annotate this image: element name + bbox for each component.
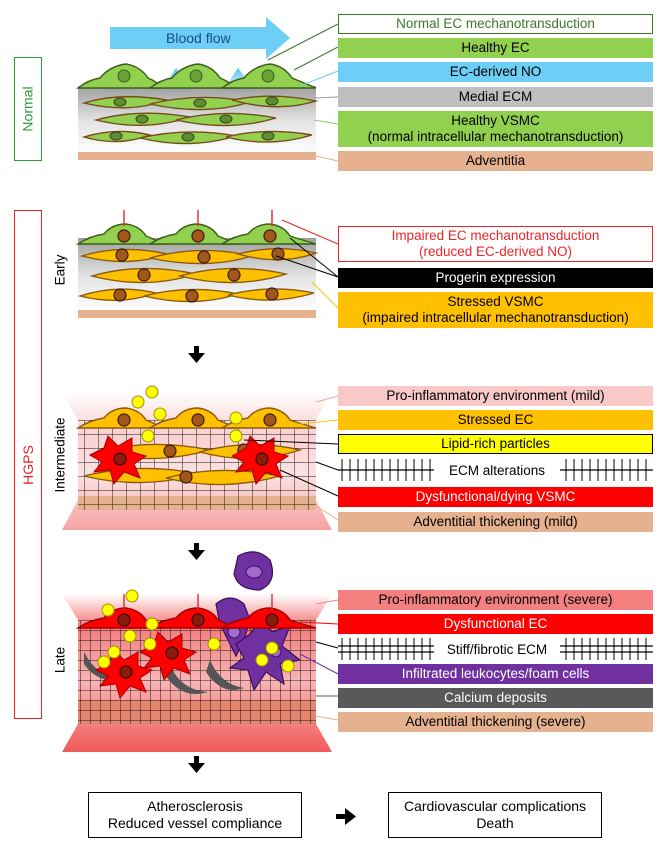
label-ec-derived-no: EC-derived NO (338, 62, 653, 82)
stage-late-label: Late (52, 646, 68, 674)
label-dysfunctional-ec: Dysfunctional EC (338, 614, 653, 634)
label-pro-inflammatory-severe: Pro-inflammatory environment (severe) (338, 590, 653, 610)
label-healthy-ec: Healthy EC (338, 38, 653, 58)
label-adventitia: Adventitia (338, 151, 653, 171)
label-healthy-vsmc: Healthy VSMC (normal intracellular mecha… (338, 111, 653, 147)
label-adventitial-thickening-mild: Adventitial thickening (mild) (338, 512, 653, 532)
label-adventitial-thickening-severe: Adventitial thickening (severe) (338, 712, 653, 732)
early-vessel (75, 210, 319, 318)
down-arrow (188, 756, 205, 773)
label-infiltrated-leukocytes: Infiltrated leukocytes/foam cells (338, 664, 653, 684)
normal-tag: Normal (14, 57, 42, 161)
label-stressed-ec: Stressed EC (338, 410, 653, 430)
down-arrow (188, 346, 205, 363)
down-arrow (188, 543, 205, 560)
label-stressed-vsmc: Stressed VSMC (impaired intracellular me… (338, 292, 653, 328)
label-impaired-ec-mechanotransduction: Impaired EC mechanotransduction (reduced… (338, 226, 653, 262)
outcome-cardiovascular-complications: Cardiovascular complications Death (388, 792, 602, 838)
stage-intermediate-label: Intermediate (52, 417, 68, 493)
label-calcium-deposits: Calcium deposits (338, 688, 653, 708)
blood-flow-arrow (110, 17, 290, 59)
label-lipid-rich-particles: Lipid-rich particles (338, 434, 653, 454)
label-stiff-fibrotic-ecm: Stiff/fibrotic ECM (338, 638, 653, 660)
outcome-atherosclerosis: Atherosclerosis Reduced vessel complianc… (88, 792, 302, 838)
label-dysfunctional-dying-vsmc: Dysfunctional/dying VSMC (338, 487, 653, 507)
normal-vessel (76, 63, 319, 160)
hgps-tag: HGPS (14, 210, 42, 719)
late-vessel (62, 551, 332, 752)
label-progerin-expression: Progerin expression (338, 268, 653, 288)
stage-early-label: Early (52, 254, 68, 286)
label-pro-inflammatory-mild: Pro-inflammatory environment (mild) (338, 386, 653, 406)
blood-flow-label: Blood flow (166, 30, 231, 46)
right-arrow (336, 808, 356, 825)
label-ecm-alterations: ECM alterations (338, 459, 653, 481)
intermediate-vessel (62, 385, 332, 530)
label-normal-ec-mechanotransduction: Normal EC mechanotransduction (338, 14, 653, 34)
label-medial-ecm: Medial ECM (338, 87, 653, 107)
